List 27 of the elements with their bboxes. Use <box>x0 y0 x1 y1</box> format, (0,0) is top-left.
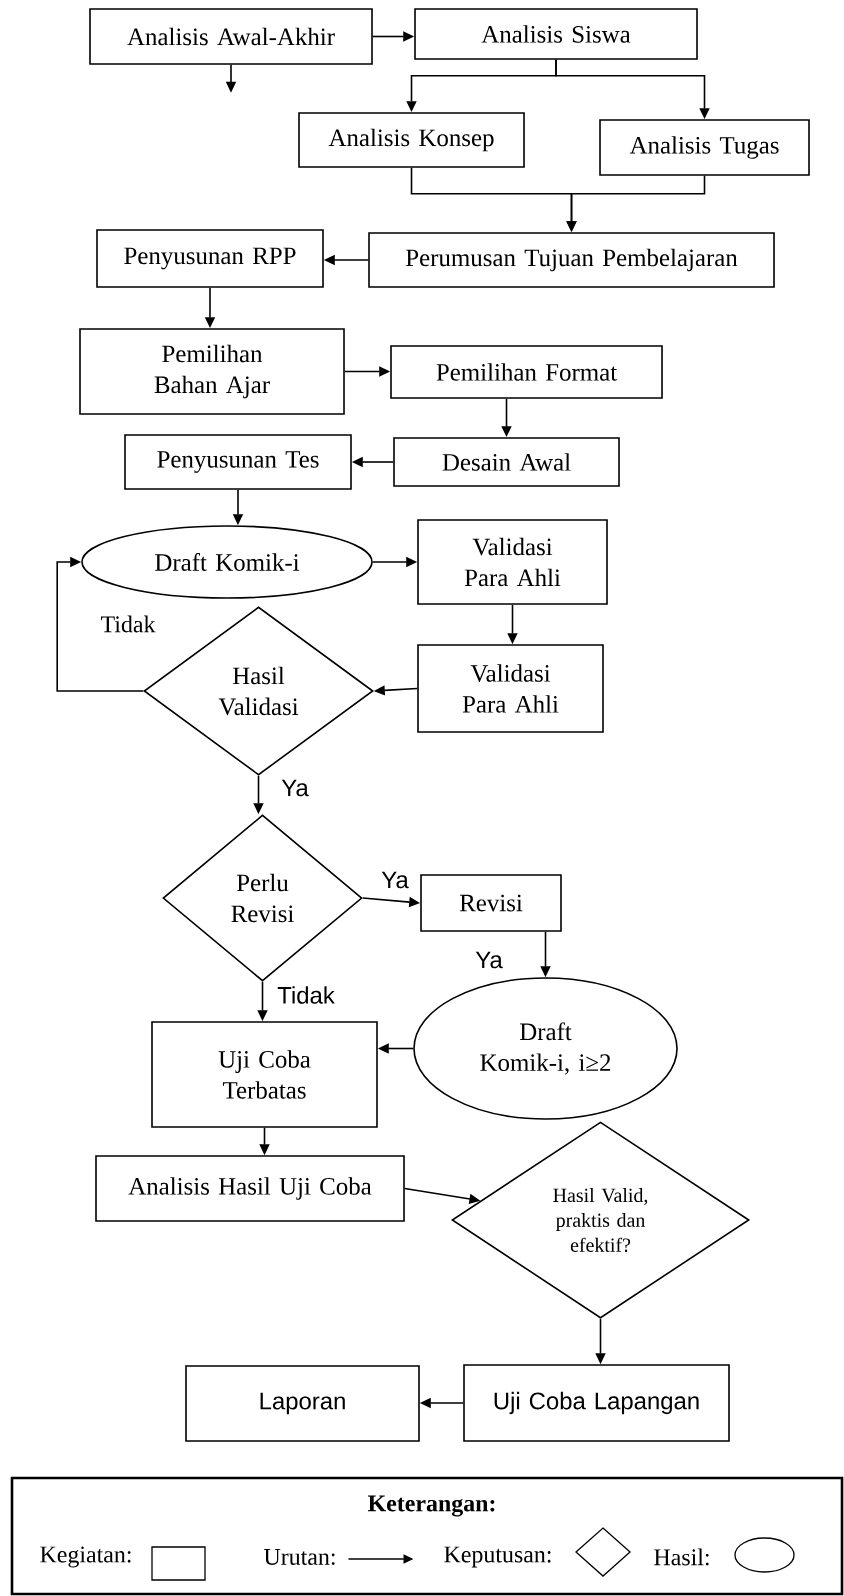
legend-label: Hasil: <box>654 1548 709 1566</box>
arrow <box>56 556 144 692</box>
process-box: Pemilihan Bahan Ajar <box>79 328 345 415</box>
edge-label: Tidak <box>276 985 336 1005</box>
process-box: Penyusunan Tes <box>124 434 352 490</box>
process-box: Uji Coba Lapangan <box>463 1364 730 1442</box>
process-box: Uji Coba Terbatas <box>151 1021 378 1128</box>
process-box: Validasi Para Ahli <box>417 519 608 605</box>
legend-label: Kegiatan: <box>40 1546 131 1568</box>
process-box: Analisis Konsep <box>298 112 525 168</box>
process-box: Analisis Awal-Akhir <box>89 8 373 65</box>
process-box: Penyusunan RPP <box>96 229 324 288</box>
process-box: Validasi Para Ahli <box>417 644 604 733</box>
process-box: Revisi <box>420 874 562 932</box>
process-box: Laporan <box>185 1365 420 1442</box>
edge-label: Ya <box>474 950 504 970</box>
edge-label: Ya <box>380 870 410 890</box>
legend-label: Keputusan: <box>444 1546 551 1568</box>
process-box: Perumusan Tujuan Pembelajaran <box>368 232 775 288</box>
legend-label: Urutan: <box>264 1549 335 1565</box>
process-box: Analisis Siswa <box>414 8 698 60</box>
process-box: Analisis Hasil Uji Coba <box>95 1155 405 1222</box>
process-box: Pemilihan Format <box>390 345 663 399</box>
process-box: Analisis Tugas <box>599 119 810 176</box>
process-box: Desain Awal <box>393 437 620 487</box>
legend-title: Keterangan: <box>368 1495 495 1517</box>
edge-label: Ya <box>280 778 310 798</box>
